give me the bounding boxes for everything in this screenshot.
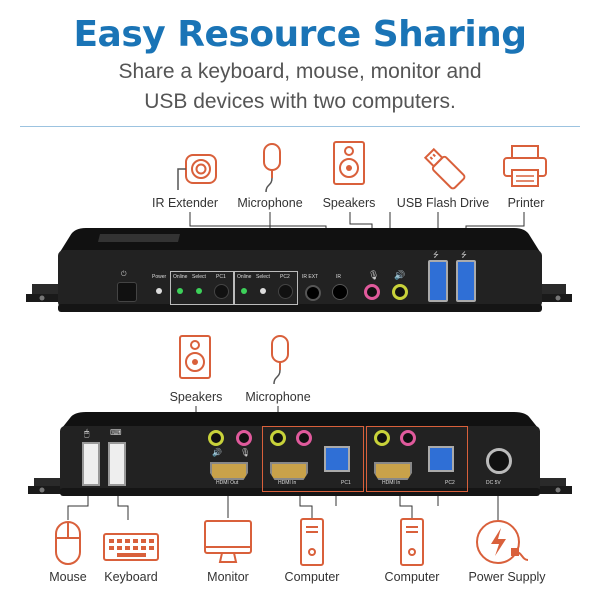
keyboard-symbol-icon: ⌨ xyxy=(110,428,122,437)
label-monitor: Monitor xyxy=(207,570,249,584)
mouse-icon xyxy=(52,518,84,570)
monitor-icon xyxy=(202,518,254,566)
mic-port-back-icon: 🎙 xyxy=(240,448,251,457)
ir-sensor xyxy=(332,284,348,300)
pc2-mic-port[interactable] xyxy=(400,430,416,446)
label-keyboard: Keyboard xyxy=(104,570,158,584)
online-led-1 xyxy=(177,288,183,294)
power-label: Power xyxy=(152,274,167,280)
pc1-hdmi-in-port[interactable] xyxy=(270,462,308,480)
label-speakers-front: Speakers xyxy=(322,196,376,210)
label-ir-extender: IR Extender xyxy=(151,196,218,210)
pc1-usb-b-port[interactable] xyxy=(324,446,350,472)
pc1-mic-port[interactable] xyxy=(296,430,312,446)
ir-ext-label: IR EXT xyxy=(302,274,319,280)
power-led xyxy=(156,288,162,294)
usb-port-front-2[interactable] xyxy=(456,260,476,302)
hdmi-out-port[interactable] xyxy=(210,462,248,480)
speaker-port-icon: 🔊 xyxy=(394,270,406,280)
microphone-icon-back xyxy=(266,332,294,388)
usb-port-mouse[interactable] xyxy=(82,442,100,486)
usb-port-keyboard[interactable] xyxy=(108,442,126,486)
select-led-1 xyxy=(196,288,202,294)
select-led-2 xyxy=(260,288,266,294)
pc1-speaker-port[interactable] xyxy=(270,430,286,446)
speaker-port-back[interactable] xyxy=(208,430,224,446)
keyboard-icon xyxy=(100,524,162,564)
usb-symbol-icon: ⭍ xyxy=(433,252,439,259)
subtitle-line-2: USB devices with two computers. xyxy=(144,90,456,113)
dc-label: DC 5V xyxy=(486,480,501,486)
pc2-usb-b-port[interactable] xyxy=(428,446,454,472)
usb-port-front-1[interactable] xyxy=(428,260,448,302)
speaker-port-back-icon: 🔊 xyxy=(212,448,222,457)
pc1-hdmi-in-label: HDMI In xyxy=(278,480,297,486)
printer-icon xyxy=(500,142,550,192)
pc2-select-button[interactable] xyxy=(278,284,293,299)
label-microphone-front: Microphone xyxy=(237,196,303,210)
pc1-label-back: PC1 xyxy=(341,480,351,486)
ir-label: IR xyxy=(336,274,341,280)
online-label-1: Online xyxy=(173,274,188,280)
usb-flash-drive-icon xyxy=(418,142,468,192)
microphone-port-front[interactable] xyxy=(364,284,380,300)
pc2-label-back: PC2 xyxy=(445,480,455,486)
pc2-hdmi-in-label: HDMI In xyxy=(382,480,401,486)
label-printer: Printer xyxy=(507,196,545,210)
pc1-select-button[interactable] xyxy=(214,284,229,299)
power-symbol-icon: ⏻ xyxy=(121,271,127,278)
pc2-port-group xyxy=(366,426,468,492)
label-computer-2: Computer xyxy=(384,570,440,584)
pc1-control-group xyxy=(170,271,234,305)
speaker-icon-back xyxy=(178,334,212,384)
pc2-hdmi-in-port[interactable] xyxy=(374,462,412,480)
microphone-icon xyxy=(258,140,286,196)
mic-port-icon: 🎙 xyxy=(368,270,380,280)
label-mouse: Mouse xyxy=(49,570,87,584)
select-label-2: Select xyxy=(256,274,270,280)
subtitle-line-1: Share a keyboard, mouse, monitor and xyxy=(118,60,482,83)
page-title: Easy Resource Sharing xyxy=(73,14,527,55)
power-supply-icon xyxy=(472,516,532,568)
label-power-supply: Power Supply xyxy=(468,570,546,584)
pc2-control-group xyxy=(234,271,298,305)
divider xyxy=(20,126,580,127)
label-usb-flash-drive: USB Flash Drive xyxy=(396,196,490,210)
online-led-2 xyxy=(241,288,247,294)
select-label-1: Select xyxy=(192,274,206,280)
pc1-port-group xyxy=(262,426,364,492)
label-computer-1: Computer xyxy=(284,570,340,584)
pc1-label-front: PC1 xyxy=(216,274,226,280)
ir-ext-port[interactable] xyxy=(305,285,321,301)
speaker-icon xyxy=(332,140,366,190)
computer-icon-1 xyxy=(298,516,326,568)
kvm-switch-back-view xyxy=(20,408,580,504)
usb-symbol-icon-2: ⭍ xyxy=(461,252,467,259)
computer-icon-2 xyxy=(398,516,426,568)
pc2-label-front: PC2 xyxy=(280,274,290,280)
label-microphone-back: Microphone xyxy=(245,390,311,404)
label-speakers-back: Speakers xyxy=(169,390,223,404)
power-button[interactable] xyxy=(117,282,137,302)
microphone-port-back[interactable] xyxy=(236,430,252,446)
ir-extender-icon xyxy=(173,152,223,194)
mouse-symbol-icon: 🖱 xyxy=(84,428,90,438)
speaker-port-front[interactable] xyxy=(392,284,408,300)
online-label-2: Online xyxy=(237,274,252,280)
hdmi-out-label: HDMI Out xyxy=(216,480,239,486)
dc-power-port[interactable] xyxy=(486,448,512,474)
pc2-speaker-port[interactable] xyxy=(374,430,390,446)
